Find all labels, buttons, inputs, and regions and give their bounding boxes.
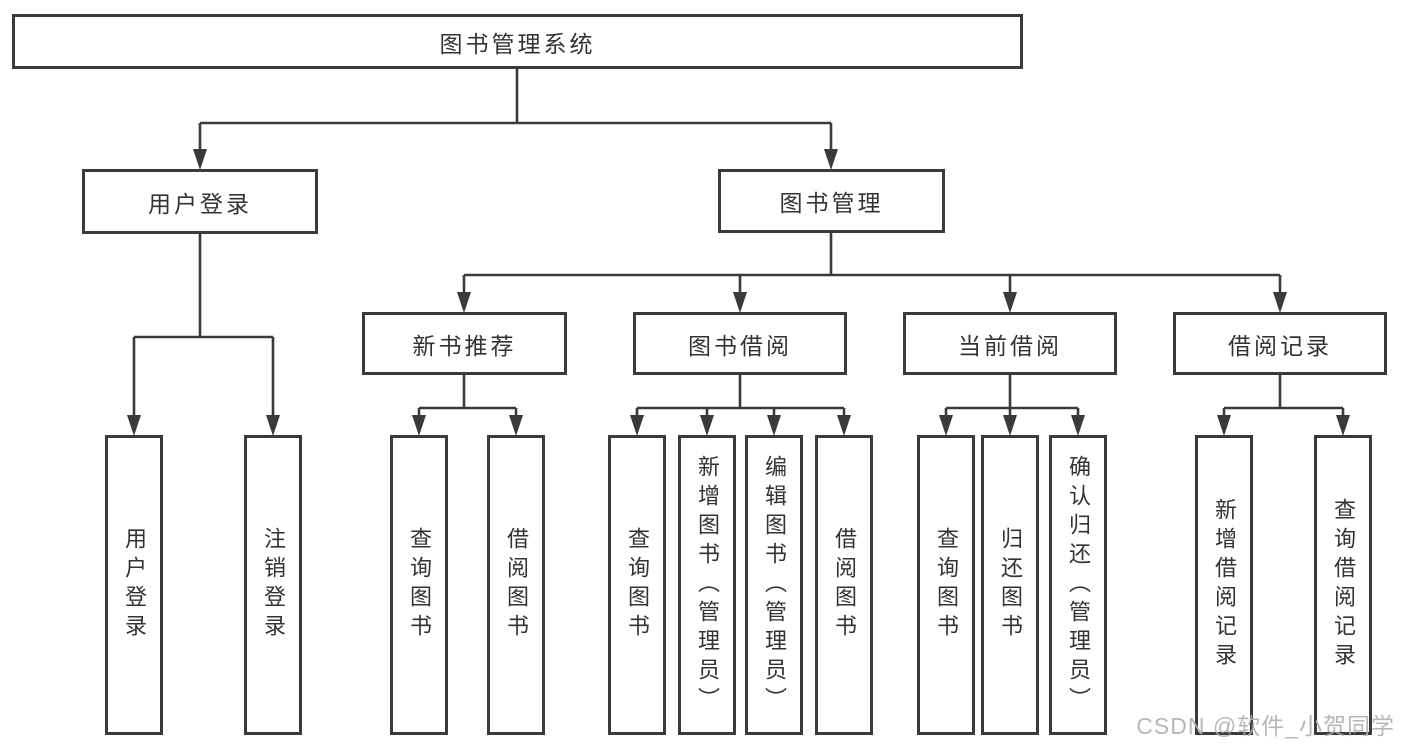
leaf-query-books-current: 查询图书 — [917, 435, 975, 735]
node-library-management-system: 图书管理系统 — [12, 14, 1023, 69]
leaf-logout: 注销登录 — [244, 435, 302, 735]
leaf-return-book: 归还图书 — [981, 435, 1039, 735]
leaf-borrow-books-recommend: 借阅图书 — [487, 435, 545, 735]
leaf-confirm-return-admin: 确认归还（管理员） — [1049, 435, 1107, 735]
leaf-borrow-books-borrow: 借阅图书 — [815, 435, 873, 735]
leaf-user-login: 用户登录 — [105, 435, 163, 735]
leaf-add-borrow-record: 新增借阅记录 — [1195, 435, 1253, 735]
node-borrowing-records: 借阅记录 — [1173, 312, 1387, 375]
leaf-query-books-borrow: 查询图书 — [608, 435, 666, 735]
node-user-login: 用户登录 — [82, 169, 318, 234]
leaf-query-borrow-record: 查询借阅记录 — [1314, 435, 1372, 735]
leaf-add-book-admin: 新增图书（管理员） — [678, 435, 736, 735]
node-book-borrowing: 图书借阅 — [633, 312, 847, 375]
node-new-book-recommend: 新书推荐 — [362, 312, 567, 375]
node-current-borrowing: 当前借阅 — [903, 312, 1117, 375]
leaf-edit-book-admin: 编辑图书（管理员） — [745, 435, 803, 735]
node-book-management: 图书管理 — [718, 169, 945, 233]
watermark: CSDN @软件_小贺同学 — [1136, 713, 1395, 739]
leaf-query-books-recommend: 查询图书 — [390, 435, 448, 735]
